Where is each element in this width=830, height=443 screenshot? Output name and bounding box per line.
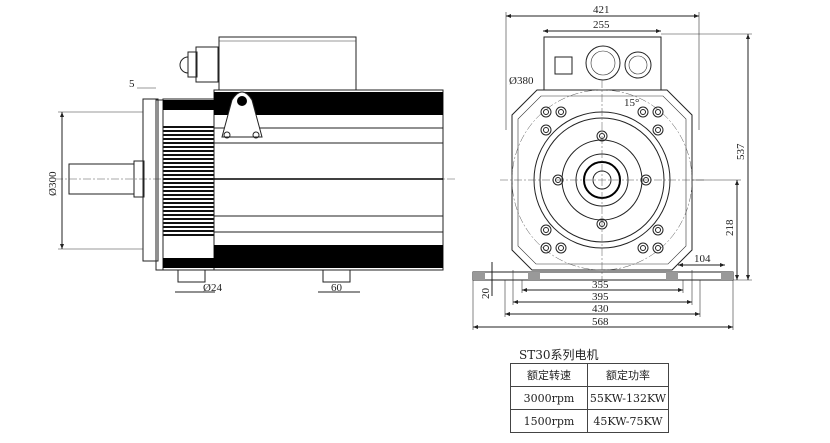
spec-title: ST30系列电机 bbox=[519, 348, 599, 362]
table-header-row: 额定转速 额定功率 bbox=[510, 363, 669, 387]
cell-power: 55KW-132KW bbox=[587, 386, 669, 410]
cooling-fin bbox=[163, 186, 214, 188]
bolt-hole bbox=[655, 109, 661, 115]
cell-power: 45KW-75KW bbox=[587, 409, 669, 433]
cooling-fin bbox=[163, 162, 214, 164]
cooling-fin bbox=[163, 178, 214, 180]
bolt-hole bbox=[655, 127, 661, 133]
cable-gland bbox=[179, 46, 219, 83]
spec-table: 额定转速 额定功率 3000rpm 55KW-132KW 1500rpm 45K… bbox=[510, 363, 669, 433]
bolt-hole bbox=[652, 106, 664, 118]
lifting-eye bbox=[221, 91, 263, 138]
cooling-fin bbox=[163, 206, 214, 208]
cooling-fin bbox=[163, 150, 214, 152]
bolt-hole bbox=[637, 242, 649, 254]
cooling-fin bbox=[163, 154, 214, 156]
dim-foot-hole: Ø24 bbox=[203, 282, 222, 294]
cooling-fin bbox=[163, 142, 214, 144]
dim-flange-gap: 5 bbox=[129, 78, 135, 90]
cooling-fin bbox=[163, 138, 214, 140]
bolt-hole bbox=[640, 245, 646, 251]
cooling-fin bbox=[163, 194, 214, 196]
bolt-hole bbox=[655, 227, 661, 233]
cooling-fin bbox=[163, 222, 214, 224]
cooling-fin bbox=[163, 134, 214, 136]
cooling-fin bbox=[163, 170, 214, 172]
table-row: 3000rpm 55KW-132KW bbox=[510, 386, 669, 410]
table-row: 1500rpm 45KW-75KW bbox=[510, 409, 669, 433]
cooling-fin bbox=[163, 146, 214, 148]
bolt-hole bbox=[652, 242, 664, 254]
header-power: 额定功率 bbox=[587, 363, 669, 387]
bolt-hole bbox=[655, 245, 661, 251]
bolt-hole bbox=[543, 109, 549, 115]
dim-568: 568 bbox=[592, 316, 609, 328]
bolt-hole bbox=[543, 227, 549, 233]
cell-speed: 1500rpm bbox=[510, 409, 588, 433]
bolt-hole bbox=[558, 245, 564, 251]
dim-center-height: 218 bbox=[724, 219, 736, 236]
motor-housing-front bbox=[511, 89, 693, 271]
cooling-fin bbox=[163, 214, 214, 216]
bolt-hole bbox=[543, 245, 549, 251]
dim-395: 395 bbox=[592, 291, 609, 303]
bolt-hole bbox=[640, 109, 646, 115]
header-speed: 额定转速 bbox=[510, 363, 588, 387]
bolt-hole bbox=[558, 109, 564, 115]
cooling-fin bbox=[163, 234, 214, 236]
cooling-fin bbox=[163, 126, 214, 128]
dim-foot-offset: 104 bbox=[694, 253, 711, 265]
terminal-box bbox=[218, 36, 357, 91]
bolt-hole bbox=[652, 224, 664, 236]
bolt-hole bbox=[637, 106, 649, 118]
cooling-fin bbox=[163, 130, 214, 132]
dim-box-width: 255 bbox=[593, 19, 610, 31]
dim-base-thickness: 20 bbox=[480, 288, 492, 300]
terminal-box-front bbox=[543, 36, 662, 91]
shaft-hub bbox=[133, 160, 145, 198]
fin-section bbox=[163, 126, 214, 236]
bolt-hole bbox=[555, 106, 567, 118]
cooling-fin bbox=[163, 182, 214, 184]
cooling-fin bbox=[163, 198, 214, 200]
dim-foot-width: 60 bbox=[331, 282, 343, 294]
bolt-hole bbox=[596, 218, 608, 230]
cooling-fin bbox=[163, 210, 214, 212]
bolt-hole bbox=[540, 106, 552, 118]
cooling-fin bbox=[163, 166, 214, 168]
bolt-hole bbox=[555, 242, 567, 254]
cooling-fin bbox=[163, 218, 214, 220]
dim-height: 537 bbox=[735, 143, 747, 160]
dim-355: 355 bbox=[592, 279, 609, 291]
dim-430: 430 bbox=[592, 303, 609, 315]
dim-angle: 15° bbox=[624, 97, 639, 109]
front-view: 421 255 Ø380 15° 537 218 104 20 355 395 … bbox=[472, 4, 752, 330]
cooling-fin bbox=[163, 190, 214, 192]
cooling-fin bbox=[163, 174, 214, 176]
bolt-hole bbox=[543, 127, 549, 133]
bolt-hole bbox=[540, 242, 552, 254]
dim-overall-width: 421 bbox=[593, 4, 610, 16]
flange bbox=[142, 98, 159, 262]
bolt-hole bbox=[652, 124, 664, 136]
cooling-fin bbox=[163, 226, 214, 228]
cooling-fin bbox=[163, 158, 214, 160]
dim-flange-diameter: Ø300 bbox=[47, 171, 59, 196]
cell-speed: 3000rpm bbox=[510, 386, 588, 410]
cooling-fin bbox=[163, 230, 214, 232]
side-view: Ø300 5 Ø24 60 bbox=[47, 36, 455, 294]
bolt-hole bbox=[540, 124, 552, 136]
dim-bolt-circle: Ø380 bbox=[509, 75, 534, 87]
cooling-fin bbox=[163, 202, 214, 204]
bolt-hole bbox=[540, 224, 552, 236]
